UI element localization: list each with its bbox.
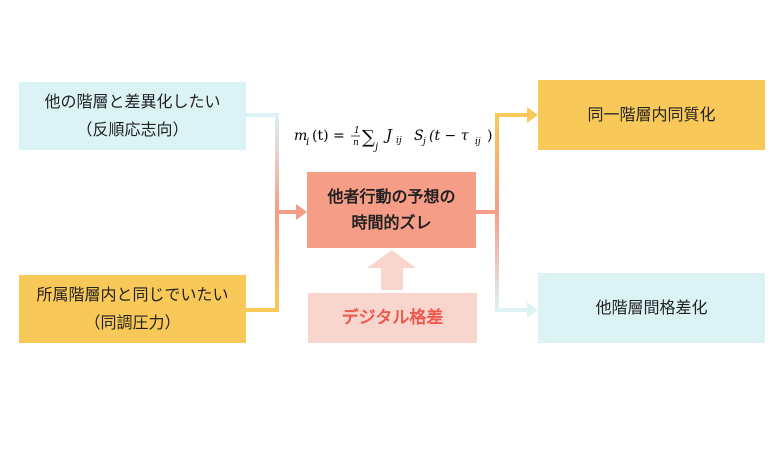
formula-tau-sub: ij (475, 137, 481, 147)
formula-svg: m i (t) = 1 n ∑ j J ij S j (t − τ ij ) (294, 126, 492, 153)
digital-up-arrow (367, 250, 416, 290)
left-arrow-head (296, 204, 307, 220)
right-connector (495, 113, 527, 312)
homogenization-label: 同一階層内同質化 (587, 105, 716, 124)
prediction-lag-line1: 他者行動の予想の (327, 187, 456, 206)
right-arrow-head-bottom (527, 302, 538, 318)
inter-tier-gap-box: 他階層間格差化 (538, 273, 765, 343)
formula-lhs-sub: i (306, 137, 309, 148)
anti-conformity-line2: （反順応志向） (76, 120, 189, 139)
formula-frac-num: 1 (354, 126, 360, 136)
prediction-lag-box: 他者行動の予想の 時間的ズレ (307, 172, 476, 248)
conformity-pressure-box: 所属階層内と同じでいたい （同調圧力） (19, 275, 246, 343)
prediction-lag-line2: 時間的ズレ (351, 213, 432, 232)
right-arrow-head-top (527, 107, 538, 123)
conformity-pressure-line1: 所属階層内と同じでいたい (36, 285, 229, 304)
anti-conformity-box: 他の階層と差異化したい （反順応志向） (19, 82, 246, 150)
formula-term2: S (414, 128, 424, 144)
formula-sum: ∑ (362, 127, 375, 148)
formula-term1: J (383, 126, 393, 144)
homogenization-box: 同一階層内同質化 (538, 80, 765, 150)
conformity-pressure-line2: （同調圧力） (84, 313, 181, 332)
formula-lhs: m (294, 128, 307, 144)
formula-lhs-arg: (t) = (312, 128, 345, 144)
digital-divide-box: デジタル格差 (308, 293, 477, 343)
formula-sum-sub: j (373, 142, 378, 153)
formula: m i (t) = 1 n ∑ j J ij S j (t − τ ij ) (290, 118, 500, 154)
formula-term1-sub: ij (396, 136, 402, 146)
formula-close: ) (487, 128, 492, 144)
left-connector (246, 113, 279, 312)
formula-frac-den: n (353, 138, 359, 148)
anti-conformity-line1: 他の階層と差異化したい (44, 92, 221, 111)
digital-divide-label: デジタル格差 (341, 308, 444, 328)
formula-term2-arg: (t − τ (429, 128, 469, 144)
inter-tier-gap-label: 他階層間格差化 (595, 298, 708, 317)
formula-term2-sub: j (421, 137, 426, 147)
